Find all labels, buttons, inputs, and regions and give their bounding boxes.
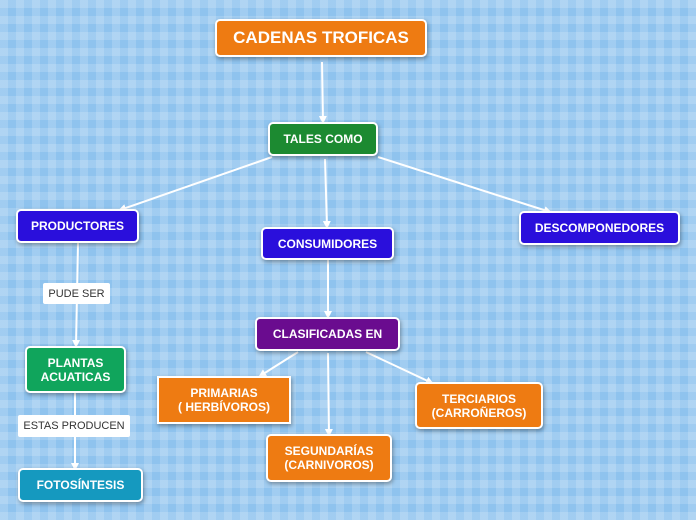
node-terciarios[interactable]: TERCIARIOS (CARROÑEROS) (415, 382, 543, 429)
node-plantas-acuaticas[interactable]: PLANTAS ACUATICAS (25, 346, 126, 393)
edge-clasificadas-to-terciarios (365, 351, 434, 385)
node-fotosintesis[interactable]: FOTOSÍNTESIS (18, 468, 143, 502)
node-segundarias[interactable]: SEGUNDARÍAS (CARNIVOROS) (266, 434, 392, 482)
link-label-estas-producen: ESTAS PRODUCEN (18, 415, 130, 437)
edge-title-to-tales (318, 61, 327, 124)
edge-clasificadas-to-primarias (258, 351, 299, 378)
edge-clasificadas-to-segundarias (324, 352, 333, 437)
node-primarias[interactable]: PRIMARIAS ( HERBÍVOROS) (157, 376, 291, 424)
node-tales-como[interactable]: TALES COMO (268, 122, 378, 156)
node-productores[interactable]: PRODUCTORES (16, 209, 139, 243)
edge-tales-to-descomponedores (377, 156, 552, 214)
node-clasificadas-en[interactable]: CLASIFICADAS EN (255, 317, 400, 351)
node-cadenas-troficas[interactable]: CADENAS TROFICAS (215, 19, 427, 57)
link-label-pude-ser: PUDE SER (43, 283, 110, 304)
node-consumidores[interactable]: CONSUMIDORES (261, 227, 394, 260)
node-descomponedores[interactable]: DESCOMPONEDORES (519, 211, 680, 245)
edge-tales-to-productores (118, 156, 273, 212)
edge-tales-to-consumidores (322, 158, 331, 229)
